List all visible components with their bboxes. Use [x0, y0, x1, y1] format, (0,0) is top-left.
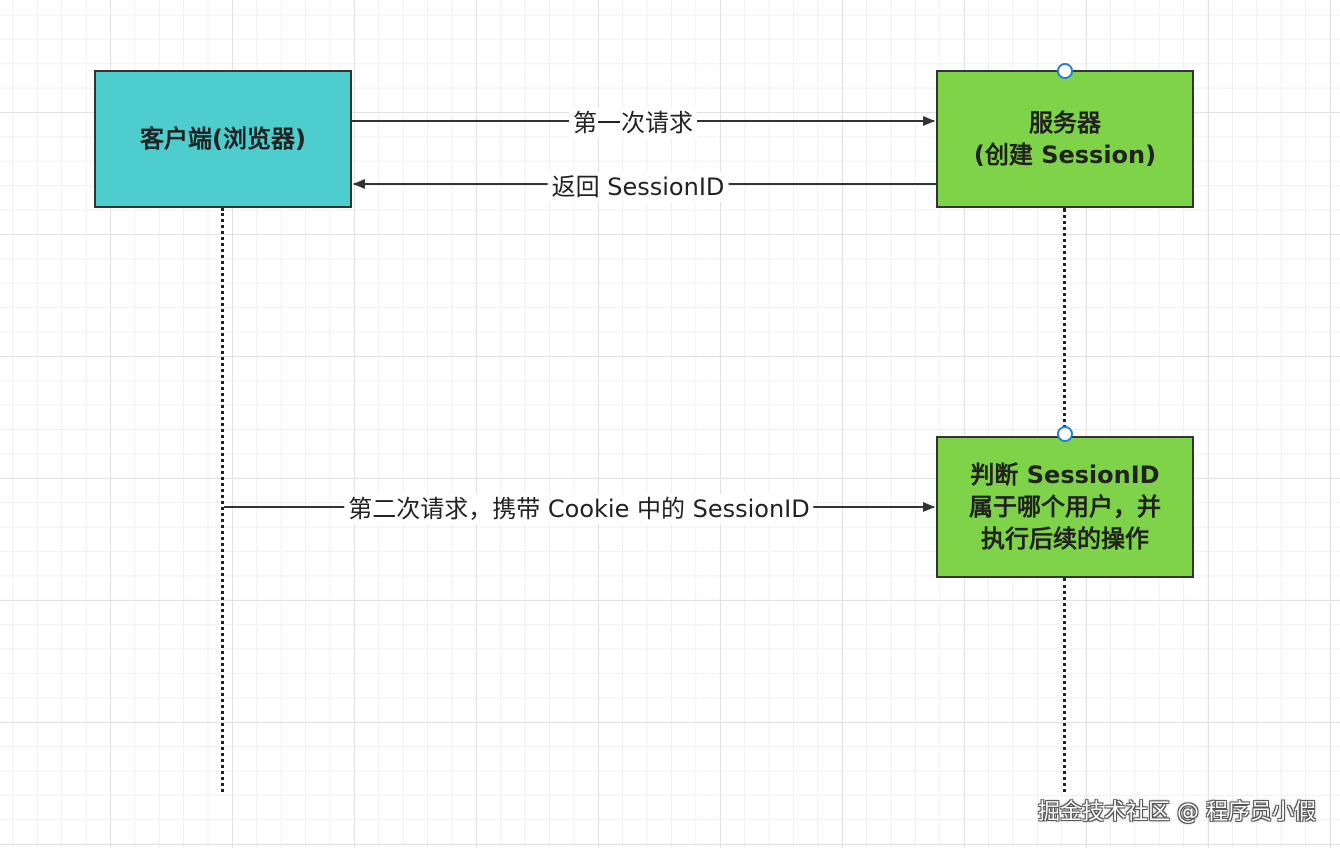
judge-connector-dot[interactable] [1057, 426, 1073, 442]
judge-label-line1: 判断 SessionID [970, 461, 1160, 489]
server-label-line2: (创建 Session) [973, 141, 1157, 169]
server-box[interactable]: 服务器 (创建 Session) [936, 70, 1194, 208]
server-label-line1: 服务器 [1028, 109, 1101, 137]
judge-box[interactable]: 判断 SessionID 属于哪个用户，并 执行后续的操作 [936, 436, 1194, 578]
judge-label-line2: 属于哪个用户，并 [969, 493, 1161, 521]
watermark: 掘金技术社区 @ 程序员小假 [1038, 800, 1316, 825]
second-request-label: 第二次请求，携带 Cookie 中的 SessionID [344, 494, 814, 524]
judge-label-line3: 执行后续的操作 [981, 525, 1149, 553]
server-lifeline [1063, 208, 1066, 436]
first-request-label: 第一次请求 [569, 108, 697, 138]
client-box[interactable]: 客户端(浏览器) [94, 70, 352, 208]
server-connector-dot[interactable] [1057, 63, 1073, 79]
client-label: 客户端(浏览器) [140, 125, 306, 153]
return-session-label: 返回 SessionID [547, 172, 729, 202]
client-lifeline [221, 208, 224, 792]
server-lifeline-lower [1063, 578, 1066, 792]
